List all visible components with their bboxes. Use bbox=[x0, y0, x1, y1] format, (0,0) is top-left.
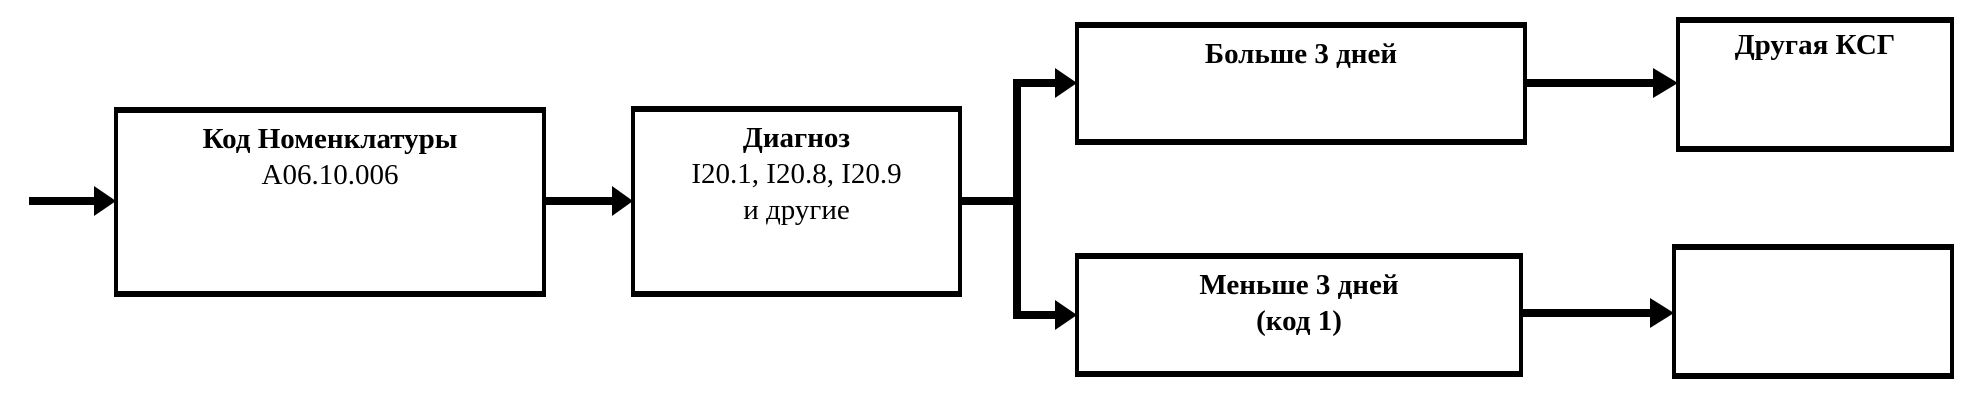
node-nomenclature: Код Номенклатуры A06.10.006 bbox=[114, 107, 546, 297]
arrow-up-head bbox=[1055, 68, 1077, 98]
arrow-input-shaft bbox=[29, 197, 97, 205]
node-code: A06.10.006 bbox=[261, 159, 399, 191]
split-line bbox=[962, 197, 1020, 205]
split-vertical bbox=[1013, 80, 1021, 319]
node-title: Диагноз bbox=[742, 122, 851, 154]
node-diagnosis: Диагноз I20.1, I20.8, I20.9 и другие bbox=[631, 106, 962, 297]
node-title: Меньше 3 дней bbox=[1199, 269, 1399, 301]
node-other-ksg: Другая КСГ bbox=[1676, 17, 1954, 152]
arrow-1-shaft bbox=[546, 197, 616, 205]
node-less-days: Меньше 3 дней (код 1) bbox=[1075, 253, 1523, 377]
arrow-more-shaft bbox=[1527, 79, 1657, 87]
arrow-down-head bbox=[1055, 300, 1077, 330]
node-title: Больше 3 дней bbox=[1204, 38, 1398, 70]
arrow-1-head bbox=[612, 186, 633, 216]
arrow-up-shaft bbox=[1013, 79, 1058, 87]
arrow-less-head bbox=[1650, 298, 1674, 328]
node-extra: и другие bbox=[743, 194, 850, 226]
node-codes: I20.1, I20.8, I20.9 bbox=[691, 158, 902, 190]
node-code: (код 1) bbox=[1256, 305, 1342, 337]
arrow-less-shaft bbox=[1523, 309, 1653, 317]
node-title: Другая КСГ bbox=[1734, 29, 1896, 61]
node-empty-result bbox=[1672, 244, 1954, 379]
node-title: Код Номенклатуры bbox=[202, 123, 458, 155]
arrow-more-head bbox=[1653, 68, 1678, 98]
node-more-days: Больше 3 дней bbox=[1075, 22, 1527, 145]
arrow-input-head bbox=[94, 186, 116, 216]
arrow-down-shaft bbox=[1013, 311, 1058, 319]
